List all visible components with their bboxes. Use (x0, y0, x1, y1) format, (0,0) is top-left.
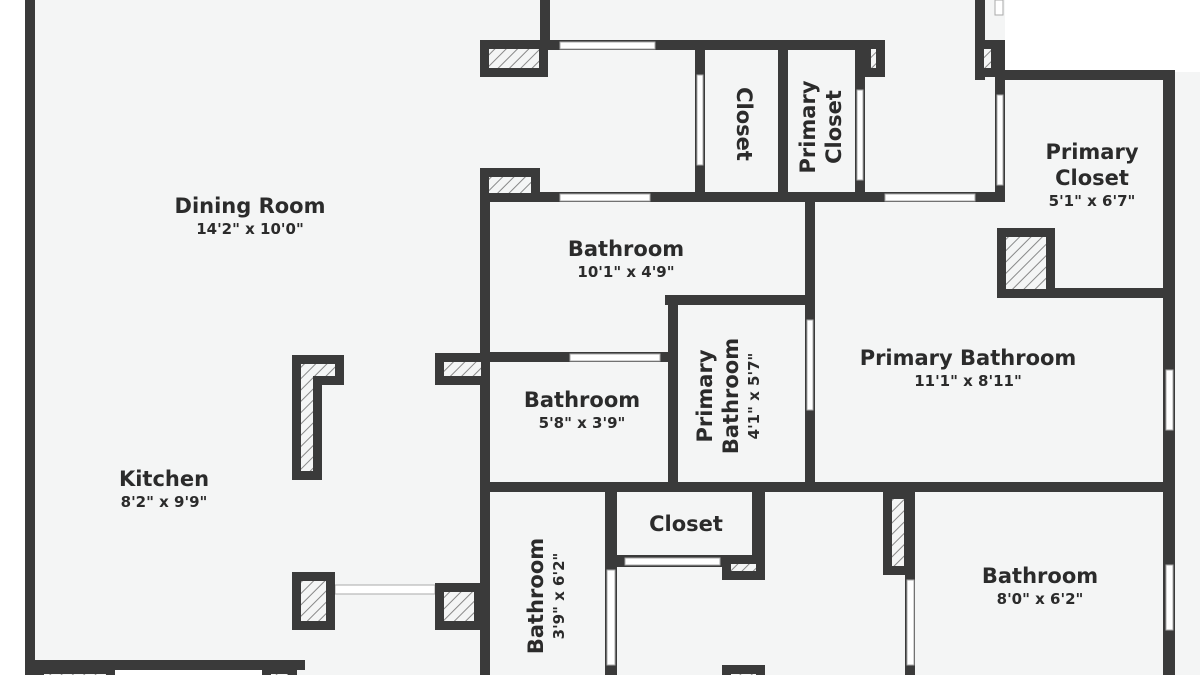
wall (480, 482, 1175, 492)
room-label-primary-bathroom-small: Primary Bathroom 4'1" x 5'7" (692, 326, 764, 466)
pillar-hatch (871, 49, 876, 68)
room-dimensions: 3'9" x 6'2" (550, 552, 568, 640)
room-name: Primary Closet (796, 80, 846, 174)
room-dimensions: 5'1" x 6'7" (1048, 192, 1136, 210)
exterior (25, 670, 295, 675)
wall (480, 192, 1005, 202)
wall (995, 70, 1175, 80)
pillar (722, 665, 765, 675)
room-dimensions: 8'2" x 9'9" (120, 493, 208, 511)
wall (668, 295, 678, 490)
room-label-primary-bathroom: Primary Bathroom 11'1" x 8'11" (860, 345, 1077, 391)
room-name: Kitchen (118, 467, 210, 491)
pillar-hatch (489, 177, 531, 193)
wall (540, 0, 550, 45)
room-label-closet-top: Closet (731, 87, 757, 161)
room-name: Bathroom (523, 388, 641, 412)
wall (480, 170, 490, 675)
room-dimensions: 5'8" x 3'9" (538, 414, 626, 432)
window (696, 74, 704, 166)
window (856, 89, 864, 181)
room-label-primary-closet: Primary Closet 5'1" x 6'7" (1027, 139, 1157, 211)
room-label-dining-room: Dining Room 14'2" x 10'0" (175, 193, 326, 239)
window (569, 353, 661, 362)
wall (778, 45, 788, 195)
wall (480, 40, 885, 50)
window (559, 41, 656, 50)
room-label-kitchen: Kitchen 8'2" x 9'9" (119, 466, 209, 512)
room-name: Bathroom (524, 537, 548, 655)
window (624, 557, 721, 566)
pillar-hatch (731, 564, 756, 571)
wall (665, 295, 815, 305)
window (1165, 369, 1174, 431)
pillar-hatch (984, 49, 991, 68)
room-name: Bathroom (981, 564, 1099, 588)
room-dimensions: 14'2" x 10'0" (196, 220, 304, 238)
window (1165, 564, 1174, 631)
pillar (35, 665, 115, 675)
room-name: Primary Bathroom (693, 337, 743, 455)
room-dimensions: 4'1" x 5'7" (745, 352, 763, 440)
room-name: Bathroom (567, 237, 685, 261)
room-label-closet-bottom: Closet (649, 511, 723, 537)
room-name: Closet (732, 87, 756, 161)
pillar (262, 665, 297, 675)
pillar-hatch (892, 499, 904, 566)
pillar-hatch (301, 581, 326, 621)
wall (997, 288, 1175, 298)
room-label-bathroom-3: Bathroom 3'9" x 6'2" (523, 538, 569, 654)
room-name: Dining Room (174, 194, 326, 218)
room-name: Primary Closet (1045, 140, 1139, 190)
room-name: Primary Bathroom (859, 346, 1077, 370)
window (806, 319, 814, 411)
pillar-hatch (444, 592, 474, 621)
window (334, 584, 436, 595)
window (884, 193, 976, 202)
room-label-bathroom-2: Bathroom 5'8" x 3'9" (524, 387, 640, 433)
room-name: Closet (649, 512, 723, 536)
window (994, 0, 1004, 16)
window (559, 193, 651, 202)
room-label-bathroom-1: Bathroom 10'1" x 4'9" (568, 236, 684, 282)
window (906, 579, 915, 666)
room-dimensions: 11'1" x 8'11" (914, 372, 1022, 390)
room-dimensions: 8'0" x 6'2" (996, 590, 1084, 608)
pillar-hatch (489, 49, 539, 68)
exterior (1005, 0, 1200, 72)
wall (25, 660, 305, 670)
room-label-bathroom-4: Bathroom 8'0" x 6'2" (982, 563, 1098, 609)
pillar-hatch (444, 362, 481, 376)
room-label-primary-closet-small: Primary Closet (795, 57, 847, 197)
window (606, 569, 616, 666)
pillar-hatch (1006, 237, 1046, 289)
wall (25, 0, 35, 675)
exterior (0, 0, 25, 675)
room-dimensions: 10'1" x 4'9" (577, 263, 675, 281)
pillar-hatch (301, 364, 313, 471)
window (996, 94, 1004, 186)
